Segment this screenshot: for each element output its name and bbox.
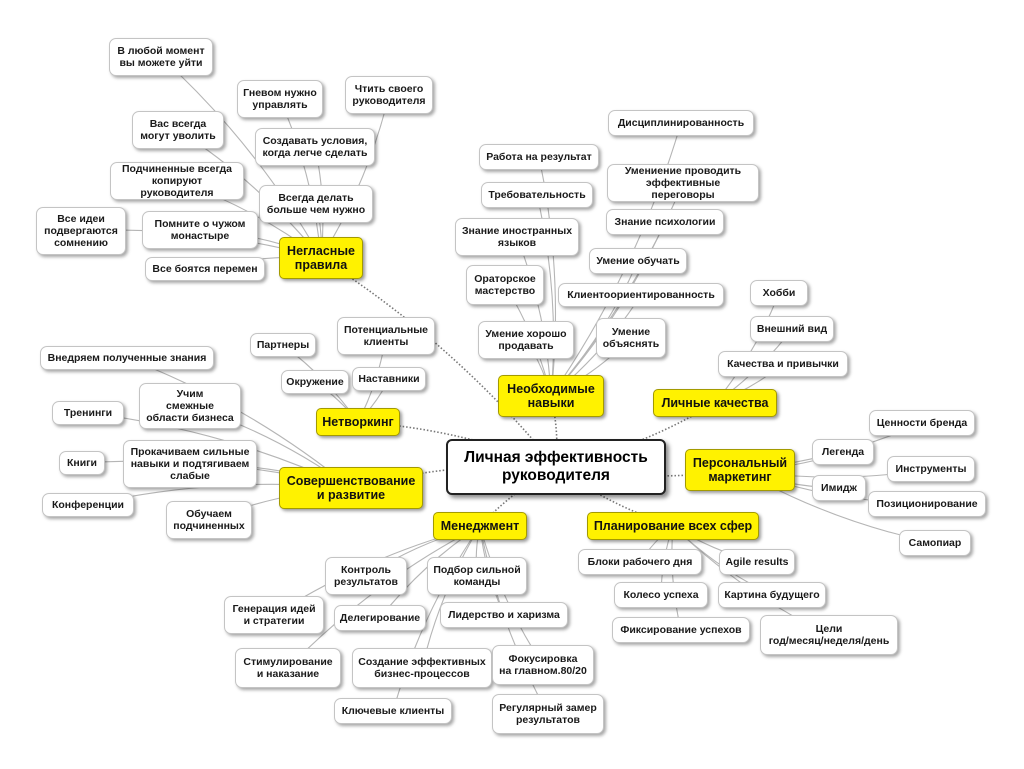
leaf-e6: Стимулирование и наказание [235, 648, 341, 688]
leaf-e10: Регулярный замер результатов [492, 694, 604, 734]
leaf-p5: Фиксирование успехов [612, 617, 750, 643]
leaf-n9: Помните о чужом монастыре [142, 211, 258, 249]
leaf-m1: Ценности бренда [869, 410, 975, 436]
leaf-n5: Создавать условия, когда легче сделать [255, 128, 375, 166]
connector-n1 [160, 56, 322, 259]
leaf-e4: Делегирование [334, 605, 426, 631]
connector-navyki [550, 395, 558, 468]
leaf-n10: Все боятся перемен [145, 257, 265, 281]
leaf-k6: Знание иностранных языков [455, 218, 579, 256]
leaf-k2: Работа на результат [479, 144, 599, 170]
leaf-w1: Партнеры [250, 333, 316, 357]
leaf-p1: Блоки рабочего дня [578, 549, 702, 575]
leaf-e9: Ключевые клиенты [334, 698, 452, 724]
leaf-n2: Гневом нужно управлять [237, 80, 323, 118]
leaf-n3: Чтить своего руководителя [345, 76, 433, 114]
leaf-m3: Инструменты [887, 456, 975, 482]
leaf-n8: Все идеи подвергаются сомнению [36, 207, 126, 255]
leaf-s2: Учим смежные области бизнеса [139, 383, 241, 429]
leaf-e2: Подбор сильной команды [427, 557, 527, 595]
leaf-s6: Конференции [42, 493, 134, 517]
connector-neglasnye [320, 257, 557, 468]
leaf-p2: Agile results [719, 549, 795, 575]
branch-navyki: Необходимые навыки [498, 375, 604, 417]
leaf-k11: Умение объяснять [596, 318, 666, 358]
leaf-w4: Наставники [352, 367, 426, 391]
branch-planirovanie: Планирование всех сфер [587, 512, 759, 540]
leaf-w3: Окружение [281, 370, 349, 394]
leaf-e3: Генерация идей и стратегии [224, 596, 324, 634]
central-topic: Личная эффективность руководителя [446, 439, 666, 495]
leaf-s3: Тренинги [52, 401, 124, 425]
leaf-k1: Дисциплинированность [608, 110, 754, 136]
branch-marketing: Персональный маркетинг [685, 449, 795, 491]
leaf-p3: Колесо успеха [614, 582, 708, 608]
leaf-k8: Ораторское мастерство [466, 265, 544, 305]
branch-sovershenstvovanie: Совершенствование и развитие [279, 467, 423, 509]
leaf-w2: Потенциальные клиенты [337, 317, 435, 355]
leaf-e7: Создание эффективных бизнес-процессов [352, 648, 492, 688]
leaf-k4: Умениение проводить эффективные перегово… [607, 164, 759, 202]
leaf-e5: Лидерство и харизма [440, 602, 568, 628]
leaf-s4: Прокачиваем сильные навыки и подтягиваем… [123, 440, 257, 488]
leaf-n7: Всегда делать больше чем нужно [259, 185, 373, 223]
leaf-m4: Имидж [812, 475, 866, 501]
leaf-q3: Качества и привычки [718, 351, 848, 377]
leaf-e8: Фокусировка на главном.80/20 [492, 645, 594, 685]
leaf-k5: Знание психологии [606, 209, 724, 235]
leaf-s7: Обучаем подчиненных [166, 501, 252, 539]
leaf-n4: Вас всегда могут уволить [132, 111, 224, 149]
connector-n3 [320, 94, 390, 259]
leaf-k3: Требовательность [481, 182, 593, 208]
leaf-n1: В любой момент вы можете уйти [109, 38, 213, 76]
leaf-q1: Хобби [750, 280, 808, 306]
leaf-m2: Легенда [812, 439, 874, 465]
branch-networking: Нетворкинг [316, 408, 400, 436]
leaf-k9: Клиентоориентированность [558, 283, 724, 307]
connector-q1 [714, 292, 780, 404]
leaf-p6: Цели год/месяц/неделя/день [760, 615, 898, 655]
leaf-s1: Внедряем полученные знания [40, 346, 214, 370]
leaf-e1: Контроль результатов [325, 557, 407, 595]
branch-neglasnye: Негласные правила [279, 237, 363, 279]
branch-menedzhment: Менеджмент [433, 512, 527, 540]
connector-p5 [671, 525, 682, 631]
leaf-m5: Позиционирование [868, 491, 986, 517]
leaf-n6: Подчиненные всегда копируют руководителя [110, 162, 244, 200]
branch-kachestva: Личные качества [653, 389, 777, 417]
leaf-k7: Умение обучать [589, 248, 687, 274]
leaf-q2: Внешний вид [750, 316, 834, 342]
leaf-p4: Картина будущего [718, 582, 826, 608]
leaf-s5: Книги [59, 451, 105, 475]
leaf-m6: Самопиар [899, 530, 971, 556]
leaf-k10: Умение хорошо продавать [478, 321, 574, 359]
